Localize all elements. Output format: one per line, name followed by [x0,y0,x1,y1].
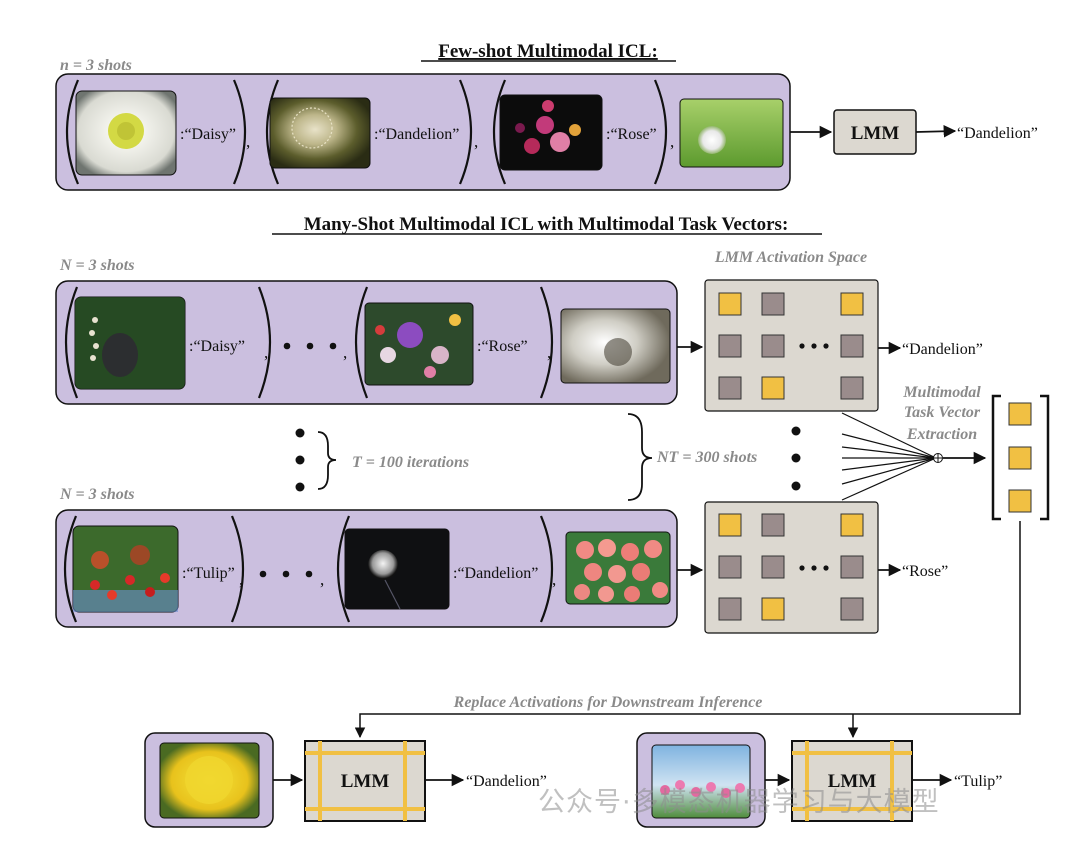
svg-text:,: , [264,343,268,362]
svg-text:,: , [320,570,324,589]
extraction-label-3: Extraction [906,426,977,443]
row2-output: “Rose” [902,563,948,580]
downstream-label: Replace Activations for Downstream Infer… [453,694,763,711]
fewshot-output: “Dandelion” [957,125,1038,142]
downstream-output-right: “Tulip” [954,773,1002,790]
fewshot-label-daisy: :“Daisy” [180,126,236,143]
dandelion-photo [269,97,371,169]
downstream-lmm-left [304,740,426,822]
iteration-brace [317,431,337,490]
task-vector [991,394,1050,521]
downstream-lmm-right-label: LMM [828,771,877,792]
rose-photo [499,94,603,171]
activation-space-row2 [704,501,879,634]
aggregation-lines [841,412,937,501]
fewshot-label-rose: :“Rose” [606,126,657,143]
iterations-label: T = 100 iterations [352,454,469,471]
row1-rose-photo [364,302,474,386]
manyshot-shots-label-1: N = 3 shots [59,257,134,274]
extraction-label-2: Task Vector [904,404,981,421]
sum-node-icon [933,453,943,463]
row1-output: “Dandelion” [902,341,983,358]
downstream-output-left: “Dandelion” [466,773,547,790]
extraction-label-1: Multimodal [902,384,981,401]
activation-space-label: LMM Activation Space [714,249,867,266]
row1-daisy-photo [74,296,186,390]
query-dandelion-photo [679,98,784,168]
downstream-connector [354,521,1021,739]
downstream-tulip-photo [651,744,751,819]
downstream-lmm-right [791,740,913,822]
fewshot-title: Few-shot Multimodal ICL: [438,41,658,62]
total-shots-brace [627,413,653,501]
svg-text:,: , [670,132,674,151]
svg-text:,: , [343,343,347,362]
total-shots-label: NT = 300 shots [656,449,757,466]
svg-text:,: , [239,570,243,589]
row2-dandelion-photo [344,528,450,610]
row1-query-dandelion-photo [560,308,671,384]
activation-dots [791,426,801,491]
svg-text:,: , [552,570,556,589]
fewshot-label-dandelion: :“Dandelion” [374,126,459,143]
row2-query-rose-photo [565,531,671,605]
downstream-dandelion-photo [159,742,260,819]
iteration-dots [295,428,305,492]
manyshot-title: Many-Shot Multimodal ICL with Multimodal… [304,214,789,235]
daisy-photo [75,90,177,176]
row2-ellipsis [259,570,313,578]
svg-text:,: , [547,343,551,362]
watermark: 公众号·多模态机器学习与大模型 [538,787,940,818]
row2-label-dandelion: :“Dandelion” [453,565,538,582]
activation-space-row1 [704,279,879,412]
downstream-lmm-left-label: LMM [341,771,390,792]
manyshot-shots-label-2: N = 3 shots [59,486,134,503]
fewshot-lmm-label: LMM [851,123,900,144]
row2-tulip-photo [72,525,179,613]
fewshot-shots-label: n = 3 shots [60,57,132,74]
row1-label-daisy: :“Daisy” [189,338,245,355]
svg-text:,: , [246,132,250,151]
row1-ellipsis [283,342,337,350]
row1-label-rose: :“Rose” [477,338,528,355]
row2-label-tulip: :“Tulip” [182,565,235,582]
svg-text:,: , [474,132,478,151]
